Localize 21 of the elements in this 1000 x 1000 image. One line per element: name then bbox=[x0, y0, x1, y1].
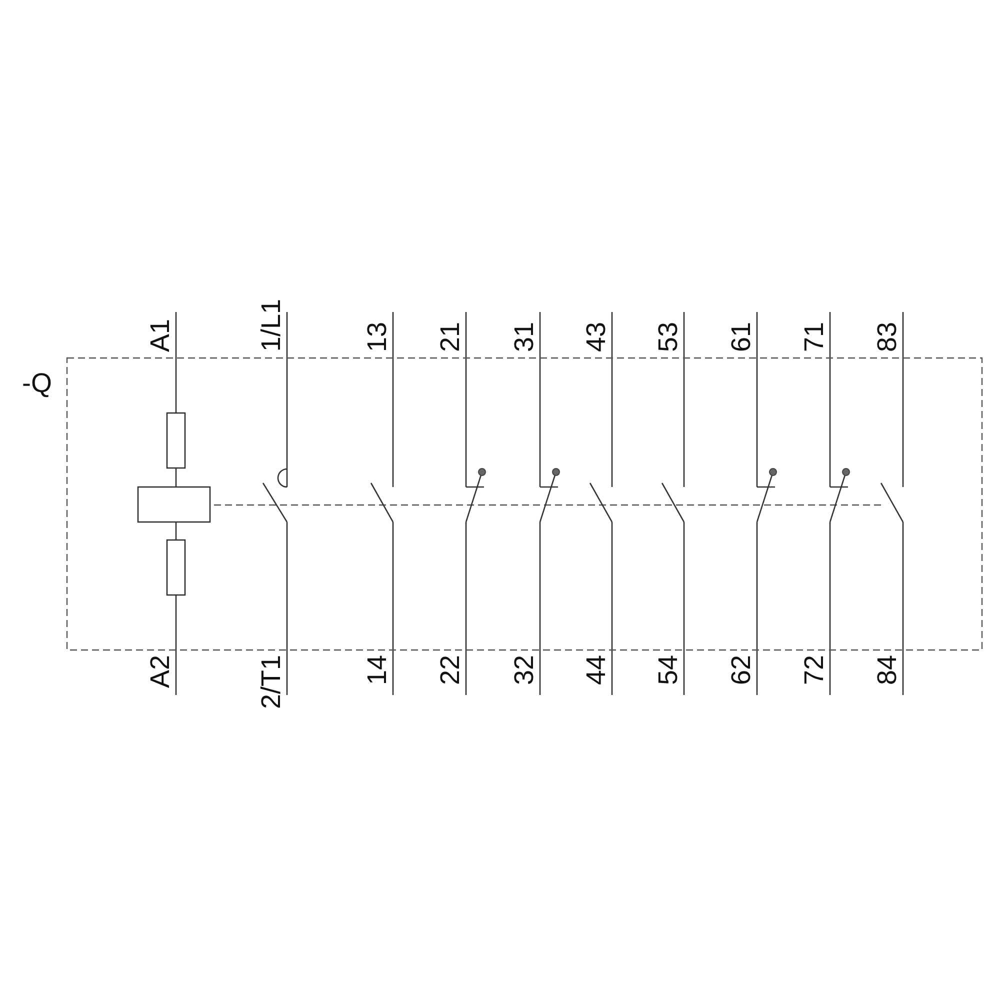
terminal-label: 2/T1 bbox=[257, 655, 285, 710]
terminal-label: 1/L1 bbox=[257, 299, 285, 352]
terminal-label: 61 bbox=[727, 322, 755, 352]
terminal-label: 83 bbox=[873, 322, 901, 352]
terminal-label: A1 bbox=[146, 318, 174, 352]
terminal-label: 72 bbox=[800, 655, 828, 686]
terminal-label: 32 bbox=[510, 655, 538, 686]
terminal-label: A2 bbox=[146, 655, 174, 688]
terminal-label: 13 bbox=[363, 322, 391, 352]
terminal-label: 21 bbox=[436, 322, 464, 352]
terminal-label: 14 bbox=[363, 655, 391, 686]
terminal-label: 84 bbox=[873, 655, 901, 686]
terminal-label: 71 bbox=[800, 322, 828, 352]
device-designation: -Q bbox=[22, 368, 52, 398]
terminal-label: 54 bbox=[654, 655, 682, 686]
terminal-label: 31 bbox=[510, 322, 538, 352]
terminal-label: 44 bbox=[582, 655, 610, 686]
terminal-label: 53 bbox=[654, 322, 682, 352]
terminal-label: 62 bbox=[727, 655, 755, 686]
terminal-label: 43 bbox=[582, 322, 610, 352]
terminal-label: 22 bbox=[436, 655, 464, 686]
